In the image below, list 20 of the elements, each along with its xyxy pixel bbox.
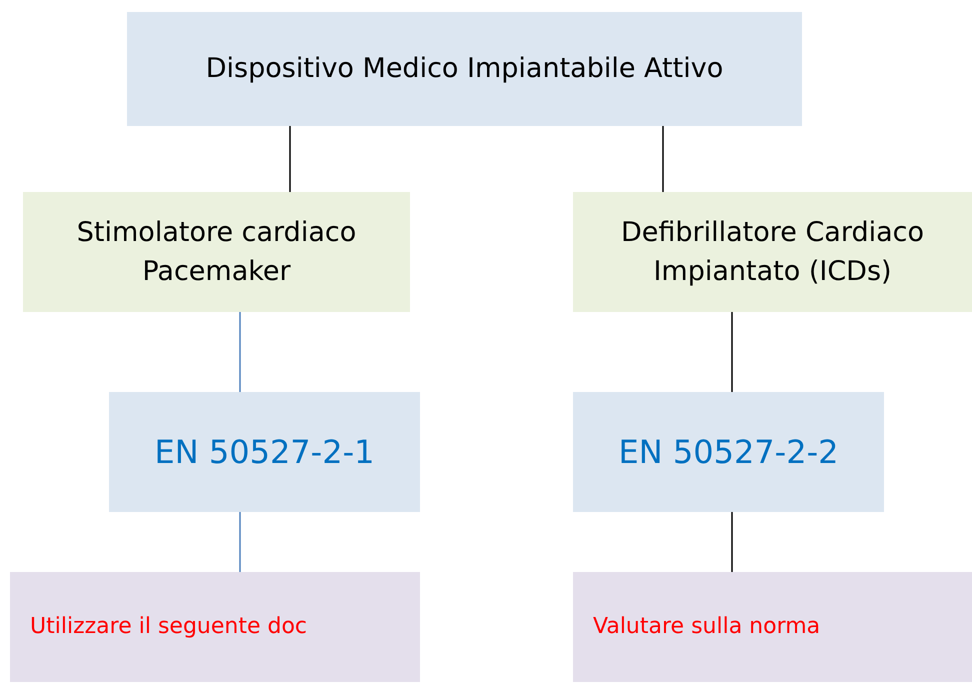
box-label: Valutare sulla norma	[593, 613, 820, 642]
box-label: Dispositivo Medico Impiantabile Attivo	[206, 52, 724, 86]
box-label: Defibrillatore Cardiaco Impiantato (ICDs)	[620, 216, 926, 289]
connector-line	[239, 312, 241, 392]
box-label: EN 50527-2-2	[618, 432, 838, 473]
connector-line	[289, 126, 291, 192]
category-box	[127, 12, 802, 126]
box-label: EN 50527-2-1	[154, 432, 374, 473]
category-box	[23, 192, 410, 312]
category-box	[573, 392, 884, 512]
category-box	[573, 572, 972, 682]
category-box	[573, 192, 972, 312]
category-box	[109, 392, 420, 512]
box-label: Utilizzare il seguente doc	[30, 613, 308, 642]
box-label: Stimolatore cardiaco Pacemaker	[76, 216, 358, 289]
connector-line	[731, 512, 733, 572]
connector-line	[662, 126, 664, 192]
category-box	[10, 572, 420, 682]
connector-line	[239, 512, 241, 572]
connector-line	[731, 312, 733, 392]
